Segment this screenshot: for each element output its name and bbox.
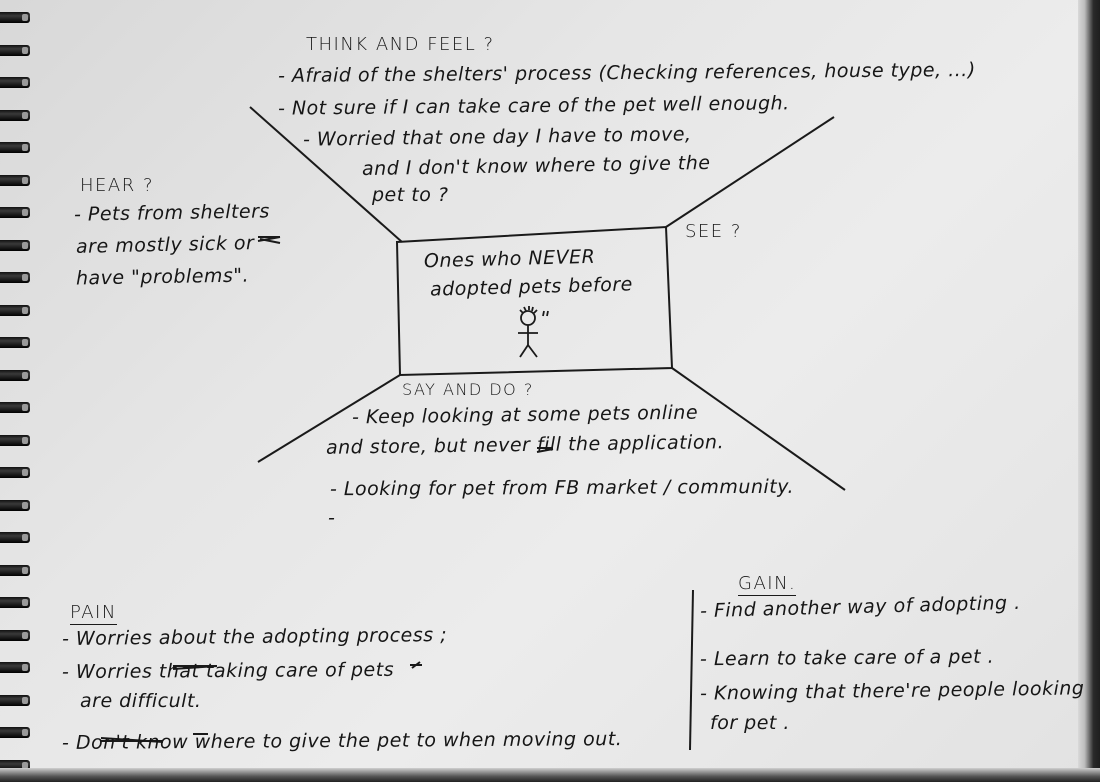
binding-coil — [0, 564, 30, 576]
binding-coil — [0, 109, 30, 121]
binding-coil — [0, 174, 30, 186]
binding-coil — [0, 467, 30, 478]
paper-edge — [1078, 0, 1100, 782]
diagonal-bottom-left — [257, 374, 401, 463]
binding-coil — [0, 239, 30, 251]
stick-figure-icon — [518, 306, 549, 358]
binding-coil — [0, 532, 30, 543]
pain-line-1: - Worries about the adopting process ; — [61, 623, 448, 651]
binding-coil — [0, 499, 30, 511]
binding-coil — [0, 759, 30, 771]
scribble-marks — [100, 236, 554, 743]
gain-heading: GAIN. — [738, 573, 797, 596]
hear-line-1: - Pets from shelters — [73, 200, 271, 226]
think-and-feel-heading: THINK AND FEEL ? — [306, 34, 495, 55]
pain-heading-text: PAIN — [70, 602, 117, 625]
binding-coil — [0, 207, 30, 218]
binding-coil — [0, 272, 30, 283]
binding-coil — [0, 629, 30, 641]
gain-heading-text: GAIN. — [738, 573, 797, 596]
binding-coil — [0, 44, 30, 56]
say-do-line-4: - — [328, 507, 336, 529]
binding-coil — [0, 694, 30, 706]
hear-line-3: have "problems". — [75, 264, 250, 290]
pain-heading: PAIN — [70, 602, 117, 625]
binding-coil — [0, 12, 30, 23]
binding-coil — [0, 77, 30, 88]
hear-line-2: are mostly sick or — [75, 232, 255, 258]
spiral-binding — [0, 0, 34, 782]
diagonal-top-left — [249, 106, 403, 243]
center-line-1: Ones who NEVER — [423, 245, 596, 273]
paper-bottom-edge — [0, 768, 1100, 782]
binding-coil — [0, 337, 30, 348]
gain-divider — [689, 589, 694, 751]
binding-coil — [0, 369, 30, 381]
binding-coil — [0, 402, 30, 413]
diagonal-top-right — [665, 116, 835, 228]
pain-line-4: - Don't know where to give the pet to wh… — [61, 728, 623, 754]
think-feel-line-5: pet to ? — [372, 184, 449, 206]
binding-coil — [0, 434, 30, 446]
gain-line-2: - Learn to take care of a pet . — [699, 645, 995, 671]
binding-coil — [0, 597, 30, 608]
binding-coil — [0, 142, 30, 153]
gain-line-4: for pet . — [710, 712, 790, 734]
hear-heading: HEAR ? — [80, 175, 155, 196]
pain-line-2: - Worries that taking care of pets — [61, 658, 395, 684]
binding-coil — [0, 662, 30, 673]
see-heading: SEE ? — [685, 221, 742, 242]
say-do-line-3: - Looking for pet from FB market / commu… — [329, 475, 795, 501]
binding-coil — [0, 727, 30, 738]
pain-line-3: are difficult. — [80, 690, 202, 712]
say-and-do-heading: SAY AND DO ? — [402, 380, 534, 399]
diagonal-bottom-right — [671, 367, 846, 491]
binding-coil — [0, 304, 30, 316]
